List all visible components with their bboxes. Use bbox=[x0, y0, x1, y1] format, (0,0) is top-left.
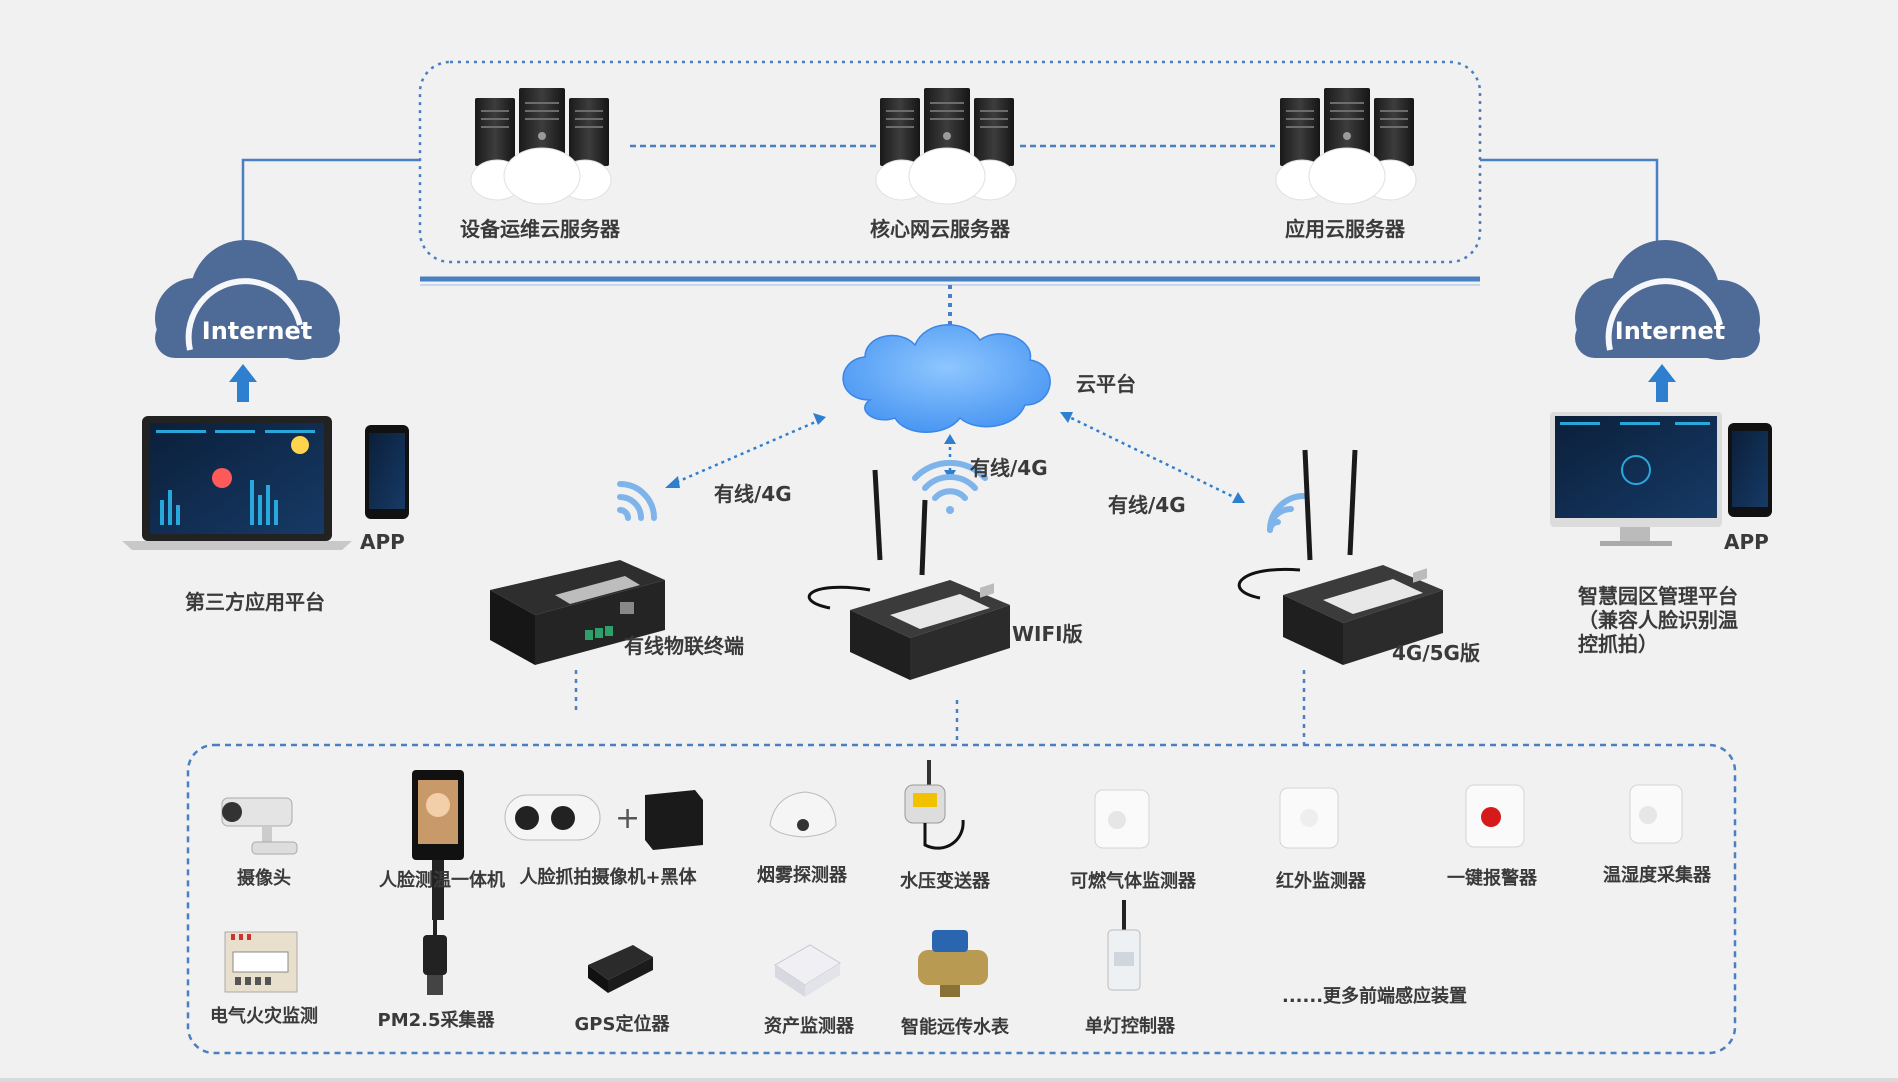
third-party-app-label: APP bbox=[360, 530, 405, 554]
device-label-electrical-fire: 电气火灾监测 bbox=[210, 1006, 318, 1027]
device-label-infrared: 红外监测器 bbox=[1276, 871, 1366, 892]
panic-alarm-icon bbox=[1465, 784, 1525, 848]
bottom-border bbox=[0, 1078, 1898, 1082]
arrow-up-right-icon bbox=[1648, 364, 1676, 402]
more-devices-label: ......更多前端感应装置 bbox=[1282, 986, 1468, 1007]
face-temp-terminal-icon bbox=[412, 770, 464, 920]
single-lamp-controller-icon bbox=[1107, 900, 1141, 991]
smart-park-label-line1: 智慧园区管理平台 bbox=[1578, 584, 1738, 608]
camera-icon bbox=[221, 797, 298, 855]
water-pressure-transmitter-icon bbox=[904, 760, 965, 850]
4g-router-icon bbox=[1237, 449, 1443, 665]
wifi-version-label: WIFI版 bbox=[1012, 622, 1083, 646]
phone-right-icon bbox=[1728, 423, 1772, 517]
device-label-water-meter: 智能远传水表 bbox=[901, 1017, 1009, 1038]
wired-terminal-label: 有线物联终端 bbox=[624, 634, 744, 658]
face-capture-camera-icon: + bbox=[504, 790, 703, 850]
smoke-detector-icon bbox=[769, 791, 837, 838]
gps-locator-icon bbox=[588, 945, 653, 993]
internet-label-left: Internet bbox=[201, 317, 313, 345]
link-label-right: 有线/4G bbox=[1108, 493, 1186, 517]
server-icon-app bbox=[1275, 87, 1417, 205]
electrical-fire-monitor-icon bbox=[224, 931, 298, 993]
server-label-app: 应用云服务器 bbox=[1285, 217, 1405, 241]
server-icon-ops bbox=[470, 87, 612, 205]
device-label-panic: 一键报警器 bbox=[1447, 868, 1537, 889]
wifi-signal-center-icon bbox=[912, 459, 988, 514]
device-label-gas: 可燃气体监测器 bbox=[1070, 871, 1196, 892]
wifi-signal-right-icon bbox=[1267, 493, 1307, 533]
infrared-detector-icon bbox=[1279, 787, 1339, 849]
gas-detector-icon bbox=[1094, 789, 1150, 849]
cloud-platform-label: 云平台 bbox=[1076, 372, 1136, 396]
link-label-left: 有线/4G bbox=[714, 482, 792, 506]
wifi-signal-left-icon bbox=[617, 481, 657, 521]
server-label-core: 核心网云服务器 bbox=[870, 217, 1010, 241]
device-label-gps: GPS定位器 bbox=[574, 1014, 670, 1035]
device-label-pm25: PM2.5采集器 bbox=[377, 1010, 495, 1031]
device-label-lamp-controller: 单灯控制器 bbox=[1085, 1016, 1175, 1037]
link-label-center: 有线/4G bbox=[970, 456, 1048, 480]
server-label-ops: 设备运维云服务器 bbox=[460, 217, 620, 241]
monitor-dashboard-icon bbox=[1550, 412, 1722, 546]
device-label-asset: 资产监测器 bbox=[764, 1016, 854, 1037]
wifi-router-icon bbox=[807, 469, 1010, 680]
pm25-collector-icon bbox=[423, 905, 447, 995]
laptop-dashboard-icon bbox=[122, 416, 352, 550]
smart-park-label-line2: （兼容人脸识别温 bbox=[1578, 608, 1738, 632]
internet-label-right: Internet bbox=[1614, 317, 1726, 345]
asset-monitor-icon bbox=[774, 944, 841, 997]
wired-iot-terminal-icon bbox=[490, 560, 665, 665]
device-label-face-temp: 人脸测温一体机 bbox=[379, 870, 505, 891]
device-label-camera: 摄像头 bbox=[237, 868, 291, 889]
arrow-up-left-icon bbox=[229, 364, 257, 402]
device-label-water-pressure: 水压变送器 bbox=[900, 871, 990, 892]
third-party-platform-label: 第三方应用平台 bbox=[185, 590, 325, 614]
phone-left-icon bbox=[365, 425, 409, 519]
smart-park-label-line3: 控抓拍） bbox=[1578, 632, 1658, 656]
svg-text:+: + bbox=[615, 801, 640, 836]
smart-water-meter-icon bbox=[918, 930, 988, 997]
server-icon-core bbox=[875, 87, 1017, 205]
device-label-smoke: 烟雾探测器 bbox=[757, 865, 847, 886]
device-group-box bbox=[186, 743, 1737, 1055]
device-label-temp-humidity: 温湿度采集器 bbox=[1603, 865, 1711, 886]
cloud-platform-icon bbox=[842, 324, 1051, 433]
smart-park-app-label: APP bbox=[1724, 530, 1769, 554]
device-label-face-capture: 人脸抓拍摄像机+黑体 bbox=[519, 867, 697, 888]
temp-humidity-collector-icon bbox=[1629, 784, 1683, 844]
4g5g-version-label: 4G/5G版 bbox=[1392, 641, 1480, 665]
